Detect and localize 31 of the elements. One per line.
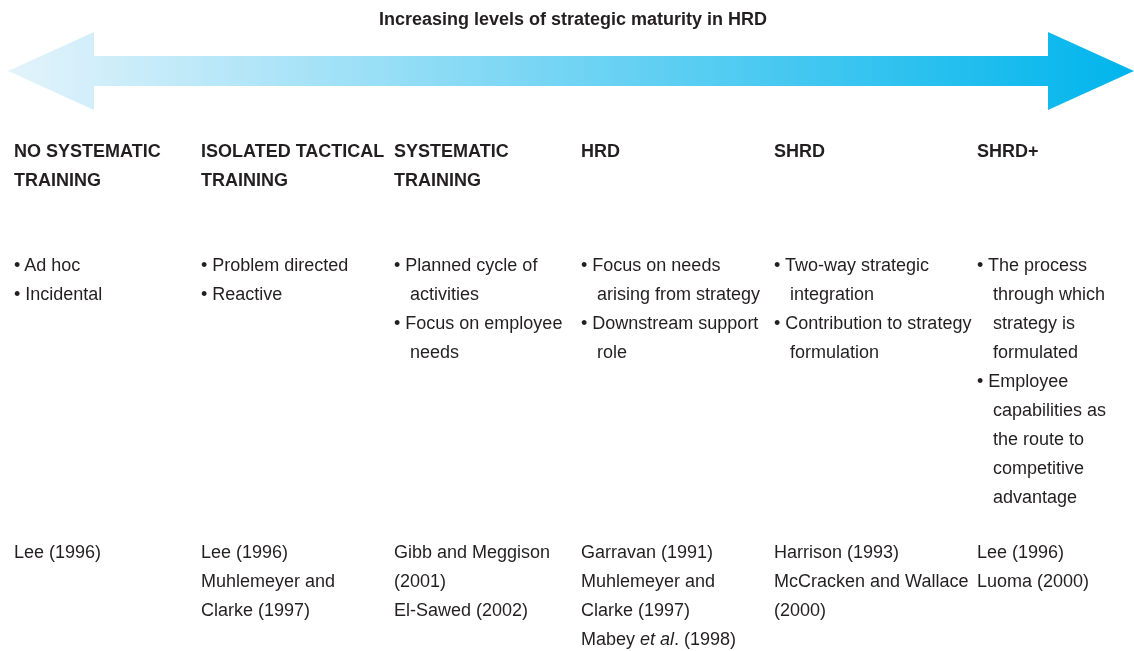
reference-text: Garravan (1991) [581, 541, 715, 564]
reference-text: Lee (1996) [14, 541, 103, 564]
reference-text: Harrison (1993) [774, 541, 901, 564]
bullet-item: • Incidental [14, 283, 104, 306]
column-heading: SYSTEMATIC TRAINING [394, 140, 510, 192]
reference-text: Lee (1996) [977, 541, 1066, 564]
bullet-item: • Focus on employee needs [394, 312, 564, 364]
column-heading: SHRD+ [977, 140, 1040, 163]
reference-text: Mabey et al. (1998) [581, 628, 738, 651]
reference-text: Muhlemeyer and Clarke (1997) [581, 570, 717, 622]
bullet-item: • Problem directed [201, 254, 350, 277]
reference-text: Muhlemeyer and Clarke (1997) [201, 570, 337, 622]
diagram-title: Increasing levels of strategic maturity in HRD [377, 9, 769, 30]
bullet-item: • Employee capabilities as the route to competitive advantage [977, 370, 1108, 509]
reference-text: Lee (1996) [201, 541, 290, 564]
bullet-item: • Contribution to strategy formulation [774, 312, 973, 364]
column-heading: HRD [581, 140, 621, 163]
bullet-item: • Downstream support role [581, 312, 760, 364]
bullet-item: • Planned cycle of activities [394, 254, 539, 306]
reference-text: Luoma (2000) [977, 570, 1091, 593]
column-heading: SHRD [774, 140, 826, 163]
bullet-item: • The process through which strategy is formulated [977, 254, 1107, 364]
column-heading: NO SYSTEMATIC TRAINING [14, 140, 162, 192]
bullet-item: • Focus on needs arising from strategy [581, 254, 762, 306]
bullet-item: • Two-way strategic integration [774, 254, 931, 306]
column-heading: ISOLATED TACTICAL TRAINING [201, 140, 385, 192]
reference-text: McCracken and Wallace (2000) [774, 570, 970, 622]
bullet-item: • Reactive [201, 283, 284, 306]
reference-text: Gibb and Meggison (2001) [394, 541, 552, 593]
reference-text: El-Sawed (2002) [394, 599, 530, 622]
bullet-item: • Ad hoc [14, 254, 82, 277]
